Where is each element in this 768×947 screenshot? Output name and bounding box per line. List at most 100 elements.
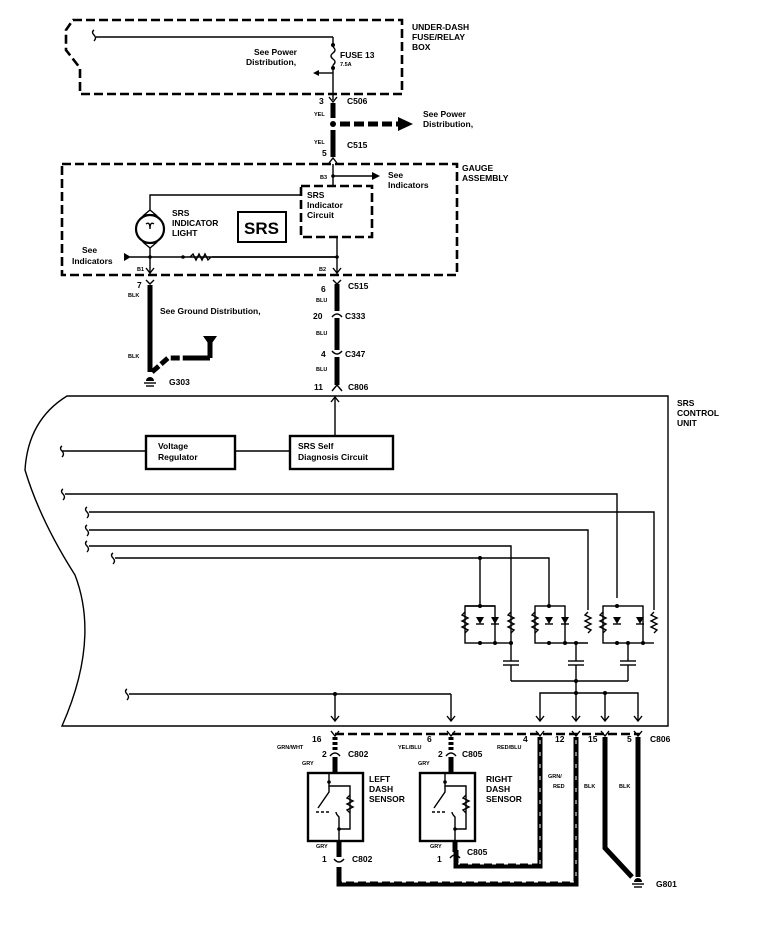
power-branch-1: See Power	[423, 109, 467, 119]
srs-light-1: SRS	[172, 208, 190, 218]
arrow-right-icon	[124, 253, 131, 261]
pin15-wire: BLK	[584, 784, 595, 790]
g-wire-bottom: BLK	[128, 354, 139, 360]
right-sensor-2: DASH	[486, 784, 510, 794]
wire-break-icon	[91, 29, 97, 42]
srs-light-3: LIGHT	[172, 228, 198, 238]
squib-block-1	[460, 604, 519, 681]
c802-label: C802	[348, 749, 369, 759]
see-indicators-right-2: Indicators	[388, 180, 429, 190]
voltage-regulator-box	[144, 434, 237, 471]
left-pin-top: 16	[312, 734, 322, 744]
arrow-right-icon	[398, 117, 413, 131]
fuse-relay-box: UNDER-DASH FUSE/RELAY BOX See Power Dist…	[64, 18, 469, 100]
gauge-assembly: GAUGE ASSEMBLY B3 See Indicators SRS Ind…	[60, 162, 509, 277]
c806-bottom-label: C806	[650, 734, 671, 744]
left-sensor-2: DASH	[369, 784, 393, 794]
srs-badge: SRS	[244, 219, 279, 238]
c333-pin: 20	[313, 311, 323, 321]
blu-branch: 6 C515 BLU 20 C333 BLU 4 C347 BLU 11 C80…	[313, 279, 369, 392]
left-sensor-3: SENSOR	[369, 794, 405, 804]
srs-circuit-3: Circuit	[307, 210, 334, 220]
see-indicators-right-1: See	[388, 170, 403, 180]
self-diag-2: Diagnosis Circuit	[298, 452, 368, 462]
see-indicators-left-1: See	[82, 245, 97, 255]
see-indicators-left-2: Indicators	[72, 256, 113, 266]
pin15: 15	[588, 734, 598, 744]
splice-icon	[203, 336, 217, 346]
c333-label: C333	[345, 311, 366, 321]
srs-indicator-circuit-box	[299, 184, 374, 239]
ground-icon	[632, 878, 644, 888]
right-pin-mid: 2	[438, 749, 443, 759]
srs-control-unit: SRS CONTROL UNIT Voltage Regulator SRS S…	[24, 395, 719, 727]
pin12: 12	[555, 734, 565, 744]
g303-label: G303	[169, 377, 190, 387]
c806-top-label: C806	[348, 382, 369, 392]
left-dash-sensor: LEFT DASH SENSOR GRY 1 C802	[306, 771, 405, 864]
squib-block-2	[530, 604, 593, 681]
srs-light-2: INDICATOR	[172, 218, 218, 228]
left-pin-mid: 2	[322, 749, 327, 759]
fuse-see-power-1: See Power	[254, 47, 298, 57]
c515b-pin: 6	[321, 284, 326, 294]
g-wire-top: BLK	[128, 293, 139, 299]
ground-branch-g303: 7 BLK See Ground Distribution, BLK G303	[128, 279, 261, 387]
fuse-box-label-1: UNDER-DASH	[412, 22, 469, 32]
pin-b2: B2	[319, 267, 326, 273]
g-pin-7: 7	[137, 280, 142, 290]
pin4: 4	[523, 734, 528, 744]
c802-bottom-label: C802	[352, 854, 373, 864]
srs-badge-box	[237, 211, 287, 243]
c347-wire: BLU	[316, 367, 327, 373]
power-branch-2: Distribution,	[423, 119, 473, 129]
fuse-box-label-2: FUSE/RELAY	[412, 32, 465, 42]
fuse-icon	[330, 46, 336, 66]
srs-circuit-1: SRS	[307, 190, 325, 200]
gauge-label-2: ASSEMBLY	[462, 173, 509, 183]
c515-pin: 5	[322, 148, 327, 158]
right-sensor-3: SENSOR	[486, 794, 522, 804]
right-wire-mid: GRY	[418, 761, 430, 767]
left-sensor-1: LEFT	[369, 774, 391, 784]
fuse-box-label-3: BOX	[412, 42, 431, 52]
pin12-wire-2: RED	[553, 784, 565, 790]
left-wire-top: GRN/WHT	[277, 745, 304, 751]
pin-b1: B1	[137, 267, 144, 273]
pin5: 5	[627, 734, 632, 744]
yel-feed: 3 C506 YEL See Power Distribution, YEL 5…	[314, 96, 473, 164]
c506-wire: YEL	[314, 112, 325, 118]
bulb-icon	[134, 209, 166, 249]
c515b-wire: BLU	[316, 298, 327, 304]
c333-wire: BLU	[316, 331, 327, 337]
left-sensor-wire: GRY	[316, 844, 328, 850]
fuse-rating: 7.5A	[340, 62, 352, 68]
squib-block-3	[598, 604, 659, 681]
c806-pin-11: 11	[314, 382, 323, 392]
c515b-label: C515	[348, 281, 369, 291]
right-wire-top: YEL/BLU	[398, 745, 422, 751]
c805-bottom-label: C805	[467, 847, 488, 857]
right-dash-sensor: RIGHT DASH SENSOR GRY 1 C805	[418, 771, 522, 864]
left-sensor-pin: 1	[322, 854, 327, 864]
scu-label-1: SRS	[677, 398, 695, 408]
arrow-left-icon	[313, 70, 319, 76]
c806-bottom-connectors: C806 16 GRN/WHT 2 GRY C802 6 YEL/BLU 2 G…	[277, 730, 677, 889]
gauge-label-1: GAUGE	[462, 163, 494, 173]
fuse-13-label: FUSE 13	[340, 50, 375, 60]
c805-label: C805	[462, 749, 483, 759]
srs-circuit-2: Indicator	[307, 200, 344, 210]
right-pin-top: 6	[427, 734, 432, 744]
voltage-regulator-1: Voltage	[158, 441, 188, 451]
c347-pin: 4	[321, 349, 326, 359]
pin-b3: B3	[320, 175, 327, 181]
c506-pin: 3	[319, 96, 324, 106]
scu-label-3: UNIT	[677, 418, 698, 428]
right-sensor-wire: GRY	[430, 844, 442, 850]
right-sensor-1: RIGHT	[486, 774, 513, 784]
right-sensor-pin: 1	[437, 854, 442, 864]
c515-label: C515	[347, 140, 368, 150]
c347-label: C347	[345, 349, 366, 359]
fuse-see-power-2: Distribution,	[246, 57, 296, 67]
